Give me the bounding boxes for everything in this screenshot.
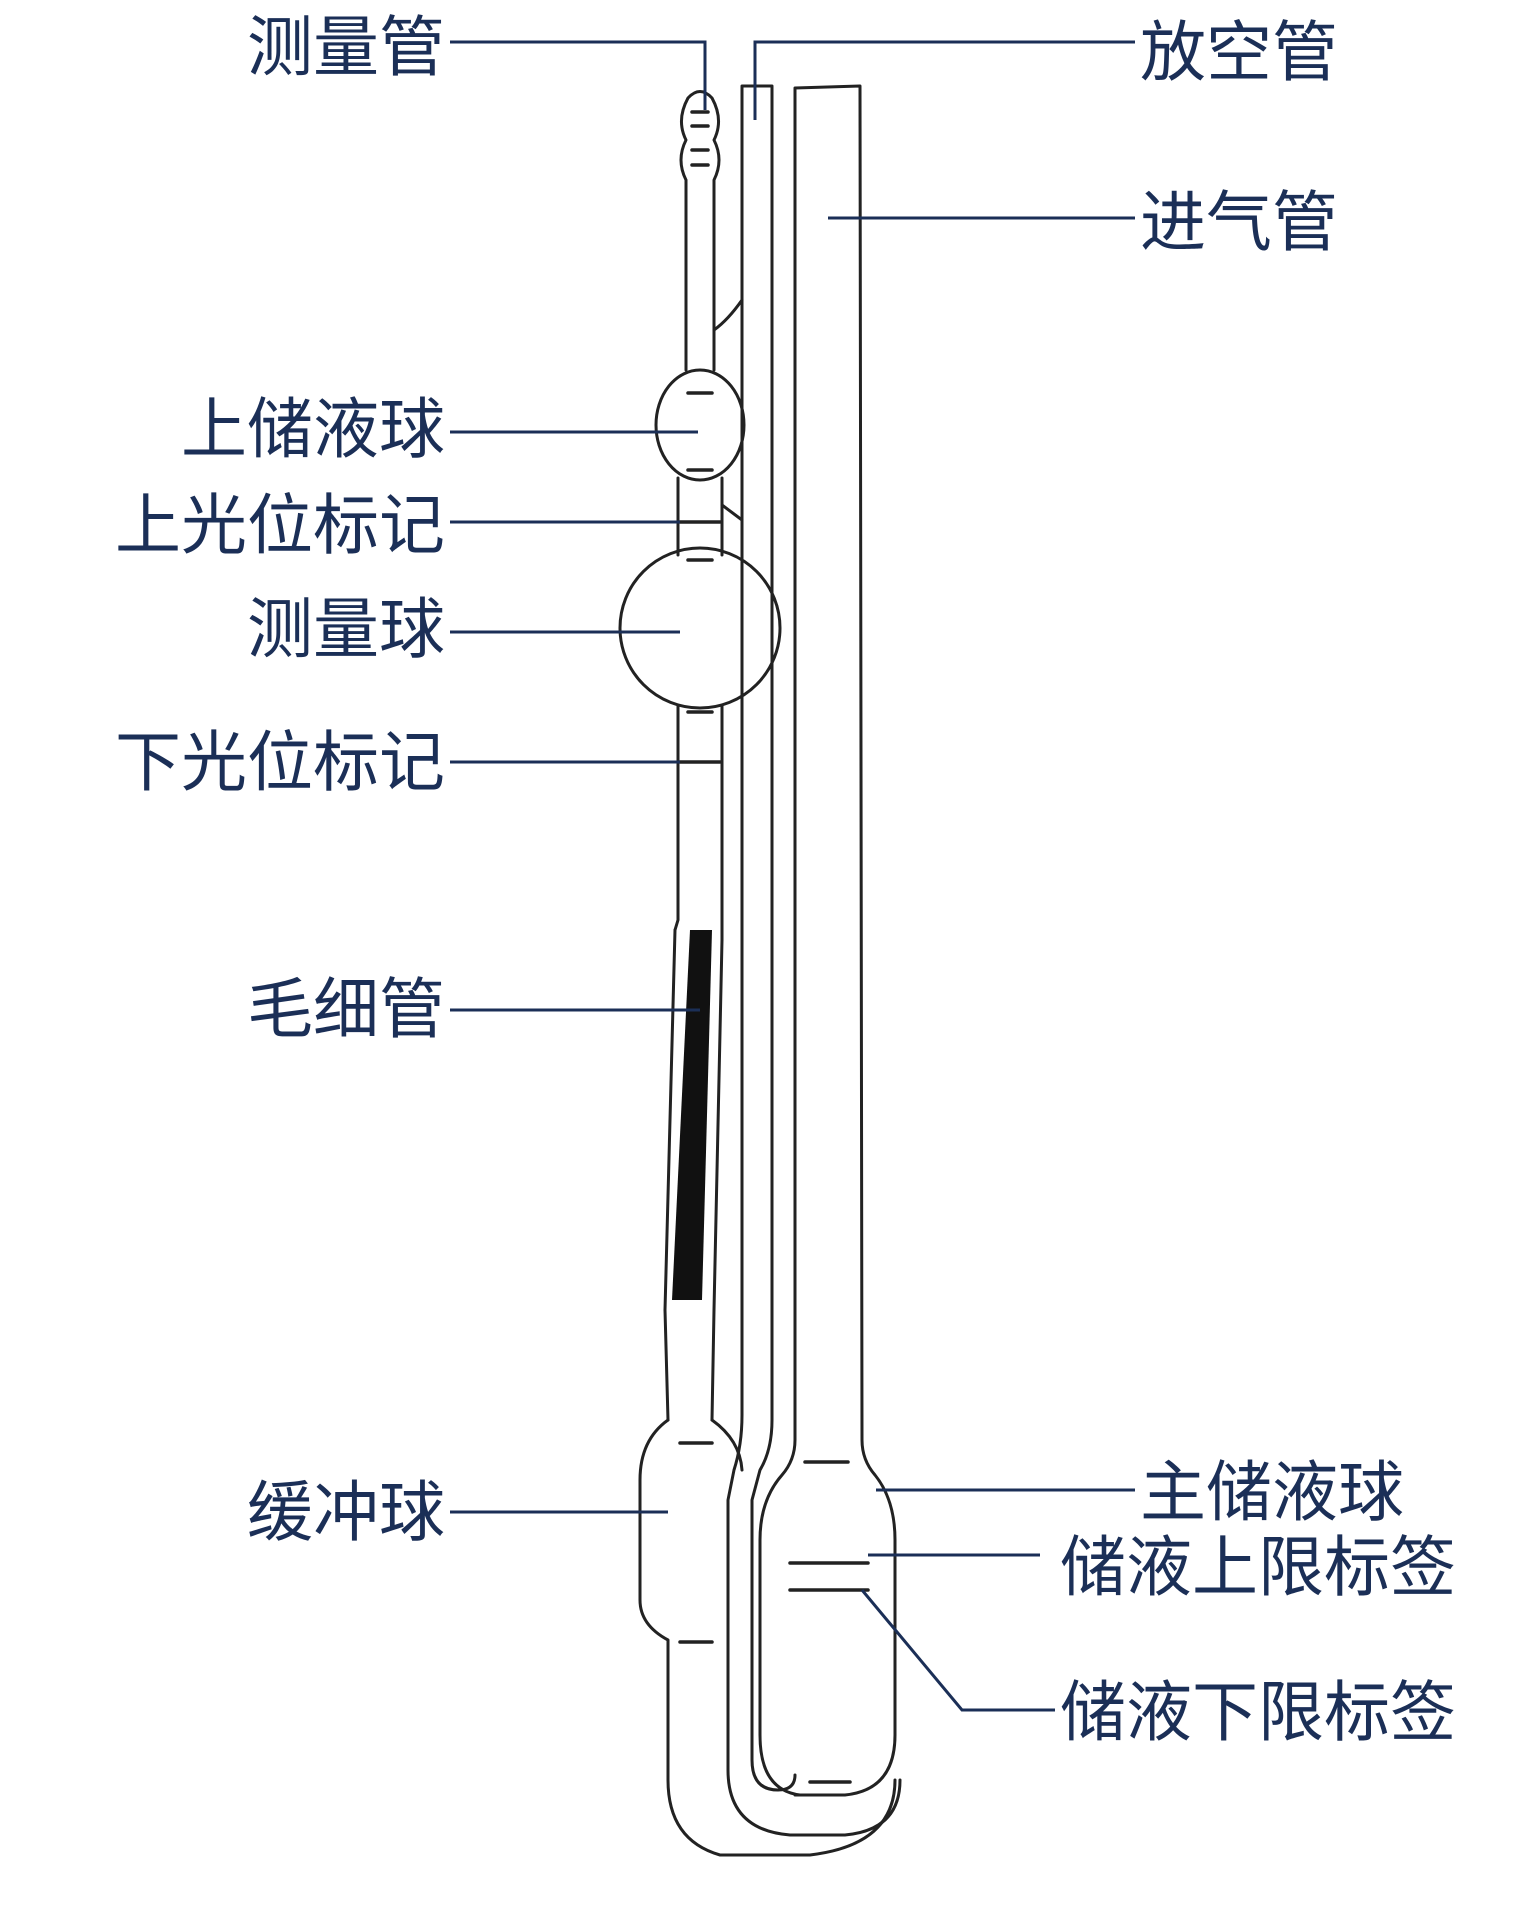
capillary-outline [663, 928, 724, 1312]
vent-tube-leader [753, 40, 1135, 120]
measuring-tube-label: 测量管 [247, 9, 445, 86]
vent-tube-outline [726, 84, 902, 1837]
viscometer-glassware [618, 84, 902, 1857]
upper-reservoir-bulb-shape [654, 368, 746, 482]
upper-photo-mark-label: 上光位标记 [115, 487, 445, 564]
upper-neck [676, 476, 724, 557]
measuring-bulb-shape [618, 546, 782, 710]
capillary-label: 毛细管 [247, 971, 445, 1048]
fill-lower-limit-leader [860, 1589, 1055, 1712]
capillary-to-buffer [663, 1308, 716, 1422]
fill-lower-limit-label: 储液下限标签 [1060, 1674, 1456, 1751]
buffer-bulb-shape [638, 1418, 897, 1857]
vent-tube-label: 放空管 [1140, 14, 1338, 91]
main-reservoir-bulb-label: 主储液球 [1140, 1454, 1404, 1531]
measuring-to-vent-connector [712, 298, 744, 522]
measuring-tube-leader [450, 40, 707, 110]
labels: 测量管 放空管 进气管 上储液球 上光位标记 测量球 下光位标记 毛细管 缓冲球… [115, 9, 1456, 1751]
capillary-shape [672, 930, 712, 1300]
inlet-tube-outline [758, 84, 897, 1797]
upper-reservoir-bulb-label: 上储液球 [181, 391, 445, 468]
lower-photo-mark-label: 下光位标记 [115, 724, 445, 801]
lower-neck [673, 703, 724, 942]
buffer-bulb-label: 缓冲球 [247, 1474, 445, 1551]
measuring-bulb-label: 测量球 [247, 591, 445, 668]
fill-upper-limit-label: 储液上限标签 [1060, 1529, 1456, 1606]
leader-lines [450, 40, 1135, 1712]
measuring-tube-top [679, 90, 721, 372]
inlet-tube-label: 进气管 [1140, 184, 1338, 261]
